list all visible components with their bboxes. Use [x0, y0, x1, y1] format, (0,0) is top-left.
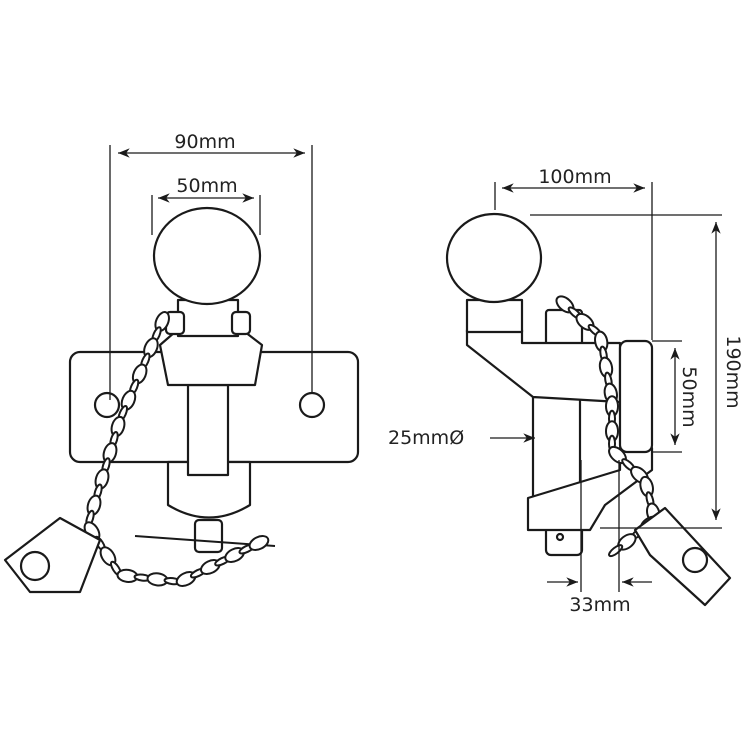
pin-label: 25mmØ [388, 427, 464, 449]
gap-label: 33mm [569, 594, 630, 616]
ball-label: 50mm [176, 175, 237, 197]
width-label: 90mm [174, 131, 235, 153]
side-neck [465, 298, 524, 334]
lower-jaw [526, 446, 654, 532]
chain-link [608, 544, 624, 558]
front-dimensions: 90mm 50mm [109, 131, 313, 400]
jaw-label: 50mm [678, 366, 700, 427]
height-label: 190mm [722, 335, 744, 408]
latch-right [230, 310, 252, 336]
front-view [3, 206, 360, 594]
jaw-block [618, 339, 654, 454]
pin-end [193, 518, 224, 554]
side-view [445, 212, 732, 607]
side-dimensions: 100mm 190mm 50mm 25mmØ 33mm [388, 166, 744, 616]
hex-body [158, 330, 264, 387]
chain-link [248, 535, 270, 551]
depth-label: 100mm [538, 166, 611, 188]
chain [83, 311, 270, 587]
side-tag-hole [681, 546, 709, 574]
bolt-hole-right [298, 391, 326, 419]
side-ball [445, 212, 543, 304]
tow-ball [152, 206, 262, 306]
tag-hole [19, 550, 51, 582]
bolt-hole-left [93, 391, 121, 419]
pin-shaft [186, 383, 230, 477]
ball-neck [176, 298, 240, 338]
